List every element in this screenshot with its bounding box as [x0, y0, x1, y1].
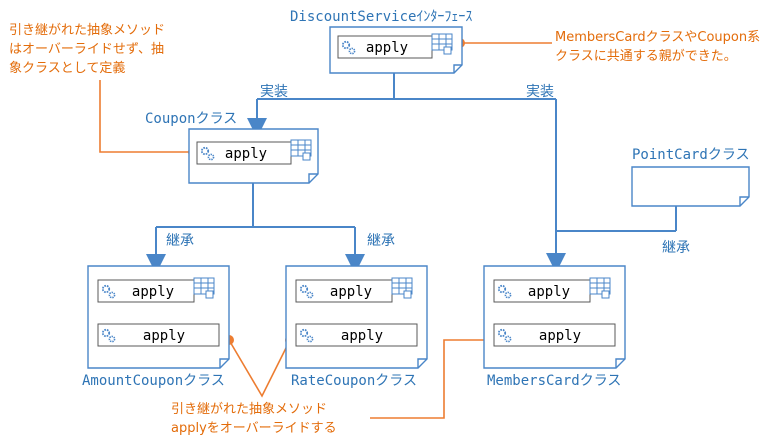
note-parent-line-1: MembersCardクラスやCoupon系	[555, 30, 760, 45]
gear-icon	[497, 284, 512, 299]
amountcoupon-class-title: AmountCouponクラス	[82, 373, 225, 389]
interface-title: DiscountServiceｲﾝﾀｰﾌｪｰｽ	[290, 9, 472, 25]
implement-label: 実装	[526, 84, 554, 100]
method-label: apply	[528, 284, 570, 300]
implement-label: 実装	[260, 84, 288, 100]
inherit-label: 継承	[662, 240, 690, 256]
class-boxes	[87, 26, 750, 369]
method-label: apply	[366, 40, 408, 56]
table-icon	[431, 33, 453, 55]
gear-icon	[497, 328, 512, 343]
method-label: apply	[225, 146, 267, 162]
gear-icon	[299, 284, 314, 299]
note-override-line-1: 引き継がれた抽象メソッド	[171, 402, 327, 417]
table-icon	[193, 277, 215, 299]
method-label: apply	[132, 284, 174, 300]
relation-lines	[146, 72, 677, 274]
inherit-label: 継承	[166, 233, 194, 249]
note-lines	[99, 42, 552, 419]
note-override-line-2: applyをオーバーライドする	[171, 421, 337, 436]
note-parent-line-2: クラスに共通する親ができた。	[555, 49, 737, 64]
table-icon	[193, 33, 611, 299]
method-label: apply	[330, 284, 372, 300]
table-icon	[290, 139, 312, 161]
note-abstract-line-3: 象クラスとして定義	[9, 60, 125, 76]
gear-icon	[101, 284, 116, 299]
gear-icon	[341, 40, 356, 55]
method-label: apply	[143, 328, 185, 344]
table-icon	[391, 277, 413, 299]
memberscard-class-title: MembersCardクラス	[487, 373, 621, 389]
gear-icon	[101, 328, 116, 343]
pointcard-class-title: PointCardクラス	[632, 147, 750, 163]
coupon-class-title: Couponクラス	[145, 111, 237, 127]
method-label: apply	[341, 328, 383, 344]
inherit-label: 継承	[367, 233, 395, 249]
table-icon	[589, 277, 611, 299]
gear-icon	[299, 328, 314, 343]
note-abstract-line-1: 引き継がれた抽象メソッド	[9, 23, 165, 38]
gear-icon	[200, 146, 215, 161]
gear-icon	[101, 40, 512, 343]
ratecoupon-class-title: RateCouponクラス	[291, 373, 417, 389]
method-rows	[97, 35, 616, 347]
method-label: apply	[539, 328, 581, 344]
note-abstract-line-2: はオーバーライドせず、抽	[9, 42, 164, 57]
